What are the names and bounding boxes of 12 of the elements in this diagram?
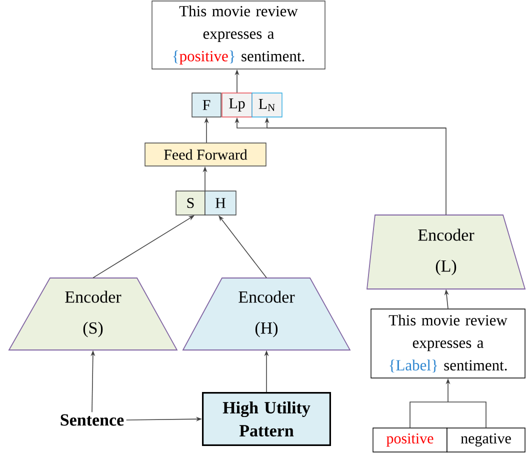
vector-cell: S bbox=[176, 190, 206, 216]
feed-forward-box: Feed Forward bbox=[144, 142, 266, 166]
input-text: Sentence bbox=[60, 414, 124, 426]
pattern-box: High Utility Pattern bbox=[202, 392, 331, 446]
vector-cell: H bbox=[204, 190, 236, 216]
output-box: This movie review expresses a {positive} sentiment. bbox=[152, 0, 326, 70]
vector-cell: Lp bbox=[222, 92, 252, 118]
label-cell: positive bbox=[372, 428, 448, 452]
vector-cell: L$_{N}$ bbox=[252, 92, 282, 118]
label-cell: negative bbox=[446, 428, 526, 452]
vector-cell: F bbox=[192, 92, 222, 118]
template-box: This movie review expresses a {Label} sentiment. bbox=[370, 308, 526, 378]
